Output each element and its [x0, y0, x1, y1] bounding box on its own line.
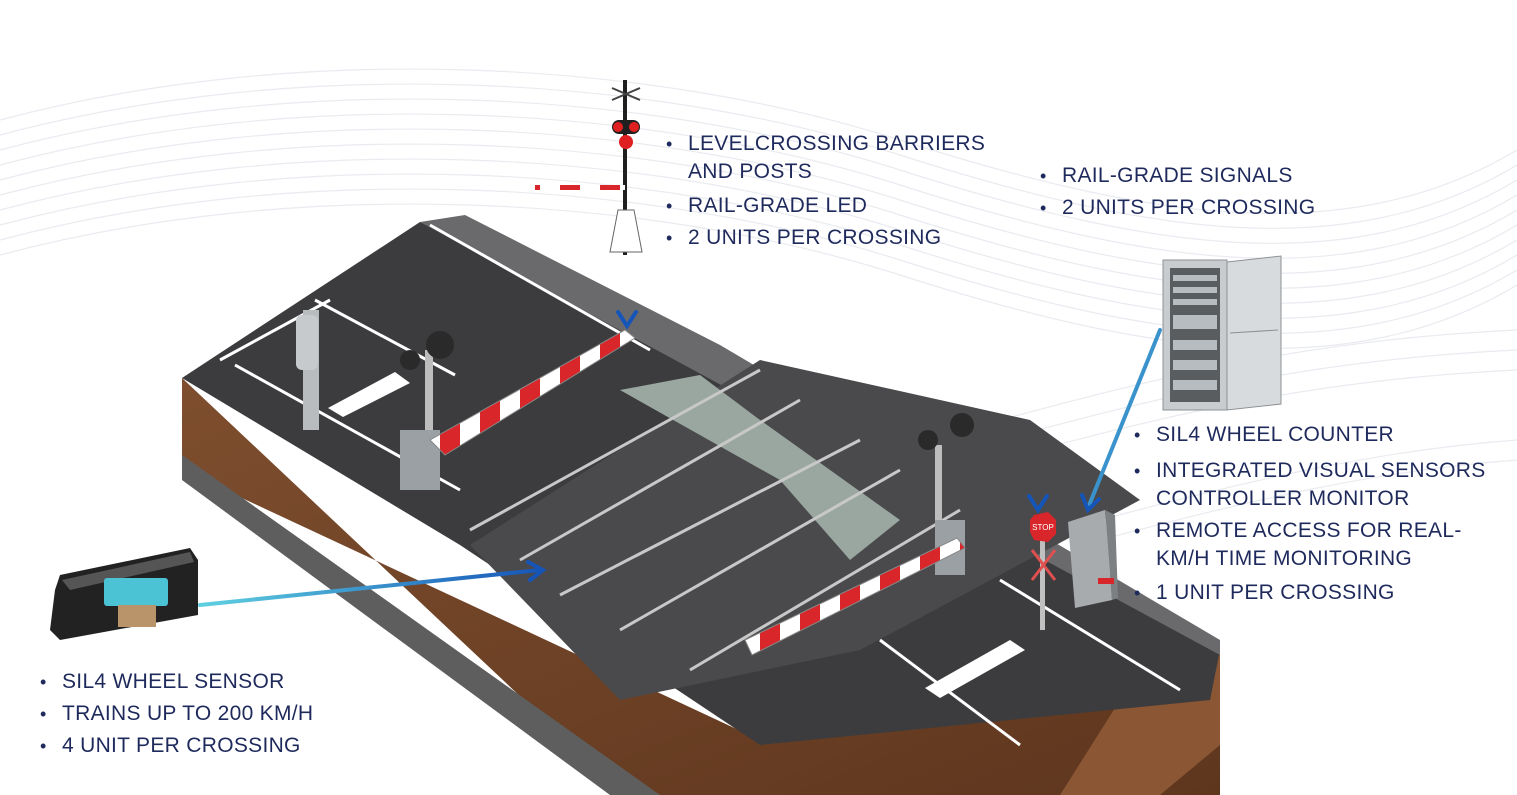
counter-item: SIL4 WHEEL COUNTER	[1134, 419, 1504, 451]
callout-signals: RAIL-GRADE SIGNALS 2 UNITS PER CROSSING	[1040, 160, 1360, 224]
callout-sensor: SIL4 WHEEL SENSOR TRAINS UP TO 200 KM/H …	[40, 666, 370, 762]
arrow-sensor	[198, 568, 542, 607]
track-bed	[470, 360, 1140, 700]
counter-item: REMOTE ACCESS FOR REAL-KM/H TIME MONITOR…	[1134, 517, 1504, 573]
callout-counter: SIL4 WHEEL COUNTER INTEGRATED VISUAL SEN…	[1134, 419, 1504, 609]
right-barrier-post	[744, 413, 974, 656]
barrier-illustration	[535, 80, 643, 255]
callout-arrows	[198, 191, 1162, 607]
counter-item: INTEGRATED VISUAL SENSORS CONTROLLER MON…	[1134, 457, 1504, 513]
rails	[469, 368, 961, 672]
rail-gap-strip	[620, 375, 900, 560]
counter-item: 1 UNIT PER CROSSING	[1134, 577, 1504, 609]
callout-barriers: LEVELCROSSING BARRIERS AND POSTS RAIL-GR…	[666, 130, 996, 254]
sensor-item: SIL4 WHEEL SENSOR	[40, 666, 370, 698]
left-barrier-post	[296, 310, 636, 490]
stop-line-left	[328, 372, 410, 417]
stop-line-right	[925, 640, 1025, 698]
arrow-counter	[1086, 328, 1162, 510]
wheel-counter-box	[1068, 510, 1118, 608]
signals-item: RAIL-GRADE SIGNALS	[1040, 160, 1360, 192]
stop-signal: STOP	[1030, 512, 1057, 630]
signals-item: 2 UNITS PER CROSSING	[1040, 192, 1360, 224]
sensor-item: 4 UNIT PER CROSSING	[40, 730, 370, 762]
barriers-item: LEVELCROSSING BARRIERS AND POSTS	[666, 130, 996, 186]
gravel-base	[182, 455, 660, 795]
barriers-item: 2 UNITS PER CROSSING	[666, 222, 996, 254]
sensor-item: TRAINS UP TO 200 KM/H	[40, 698, 370, 730]
wheel-counter-cabinet	[1162, 255, 1282, 411]
wheel-sensor-illustration	[50, 548, 198, 640]
stop-sign-text: STOP	[1032, 523, 1054, 532]
barriers-item: RAIL-GRADE LED	[666, 190, 996, 222]
